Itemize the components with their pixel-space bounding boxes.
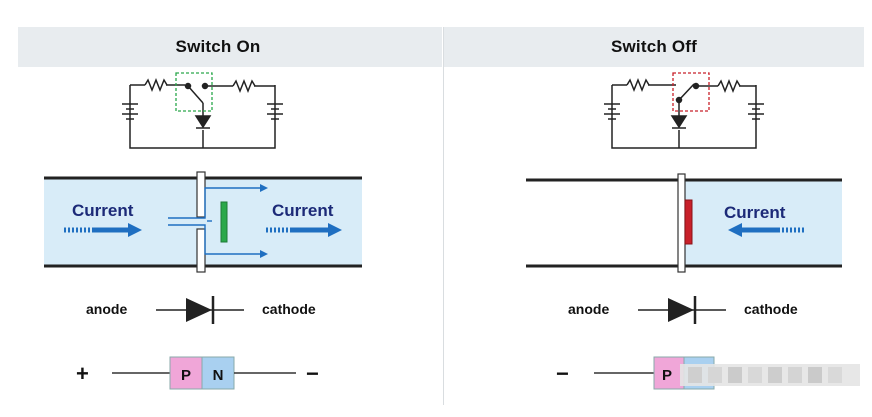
switch-icon	[678, 83, 695, 101]
cathode-label: cathode	[744, 301, 798, 317]
minus-sign: −	[306, 361, 319, 386]
gate-lower	[196, 228, 206, 273]
switch-highlight-box	[672, 72, 710, 112]
diode-symbol-icon	[156, 296, 244, 324]
current-label-left: Current	[72, 201, 134, 220]
current-arrow-left	[64, 223, 142, 237]
gate-upper	[196, 171, 206, 218]
switch-on-panel: Switch On	[18, 27, 442, 390]
battery-icon	[267, 103, 283, 120]
panel-divider	[443, 27, 444, 405]
battery-icon	[122, 103, 138, 120]
switch-icon	[187, 85, 204, 104]
switch-off-diagram: Current anode cathode − P	[526, 72, 860, 390]
minus-sign: −	[556, 361, 569, 386]
current-label: Current	[724, 203, 786, 222]
resistor-icon	[232, 78, 256, 94]
circuit-schematic-off	[604, 77, 764, 149]
circuit-schematic-on	[122, 77, 283, 149]
n-label: N	[213, 367, 224, 384]
plus-sign: +	[76, 361, 89, 386]
switch-off-header	[444, 27, 864, 67]
gate-flap-closed	[684, 199, 693, 245]
diode-icon	[670, 115, 688, 129]
pipe-body	[682, 180, 842, 266]
switch-on-title: Switch On	[175, 37, 261, 56]
anode-label: anode	[568, 301, 609, 317]
resistor-icon	[717, 78, 741, 94]
watermark-blur	[680, 364, 860, 386]
p-label: P	[662, 367, 672, 384]
battery-icon	[604, 103, 620, 120]
diode-icon	[194, 115, 212, 129]
switch-off-panel: Switch Off	[436, 0, 872, 417]
switch-on-header	[18, 27, 442, 67]
resistor-icon	[626, 77, 650, 93]
current-arrow-reverse	[728, 223, 804, 237]
current-arrow-right	[266, 223, 342, 237]
flow-arrowhead	[260, 250, 268, 258]
cathode-label: cathode	[262, 301, 316, 317]
switch-off-title: Switch Off	[610, 37, 698, 56]
resistor-icon	[144, 77, 168, 93]
current-label-right: Current	[272, 201, 334, 220]
gate-closed	[677, 173, 686, 273]
p-label: P	[181, 367, 191, 384]
circuit-wire	[611, 85, 757, 149]
diode-symbol-icon	[638, 296, 726, 324]
p-region	[169, 356, 203, 390]
anode-label: anode	[86, 301, 127, 317]
switch-highlight-box	[175, 72, 213, 112]
gate-flap-open	[220, 201, 228, 243]
flow-arrowhead	[260, 184, 268, 192]
switch-on-diagram: Current Current anode cathode + P N −	[44, 72, 362, 390]
battery-icon	[748, 103, 764, 120]
flow-lines	[168, 187, 260, 255]
